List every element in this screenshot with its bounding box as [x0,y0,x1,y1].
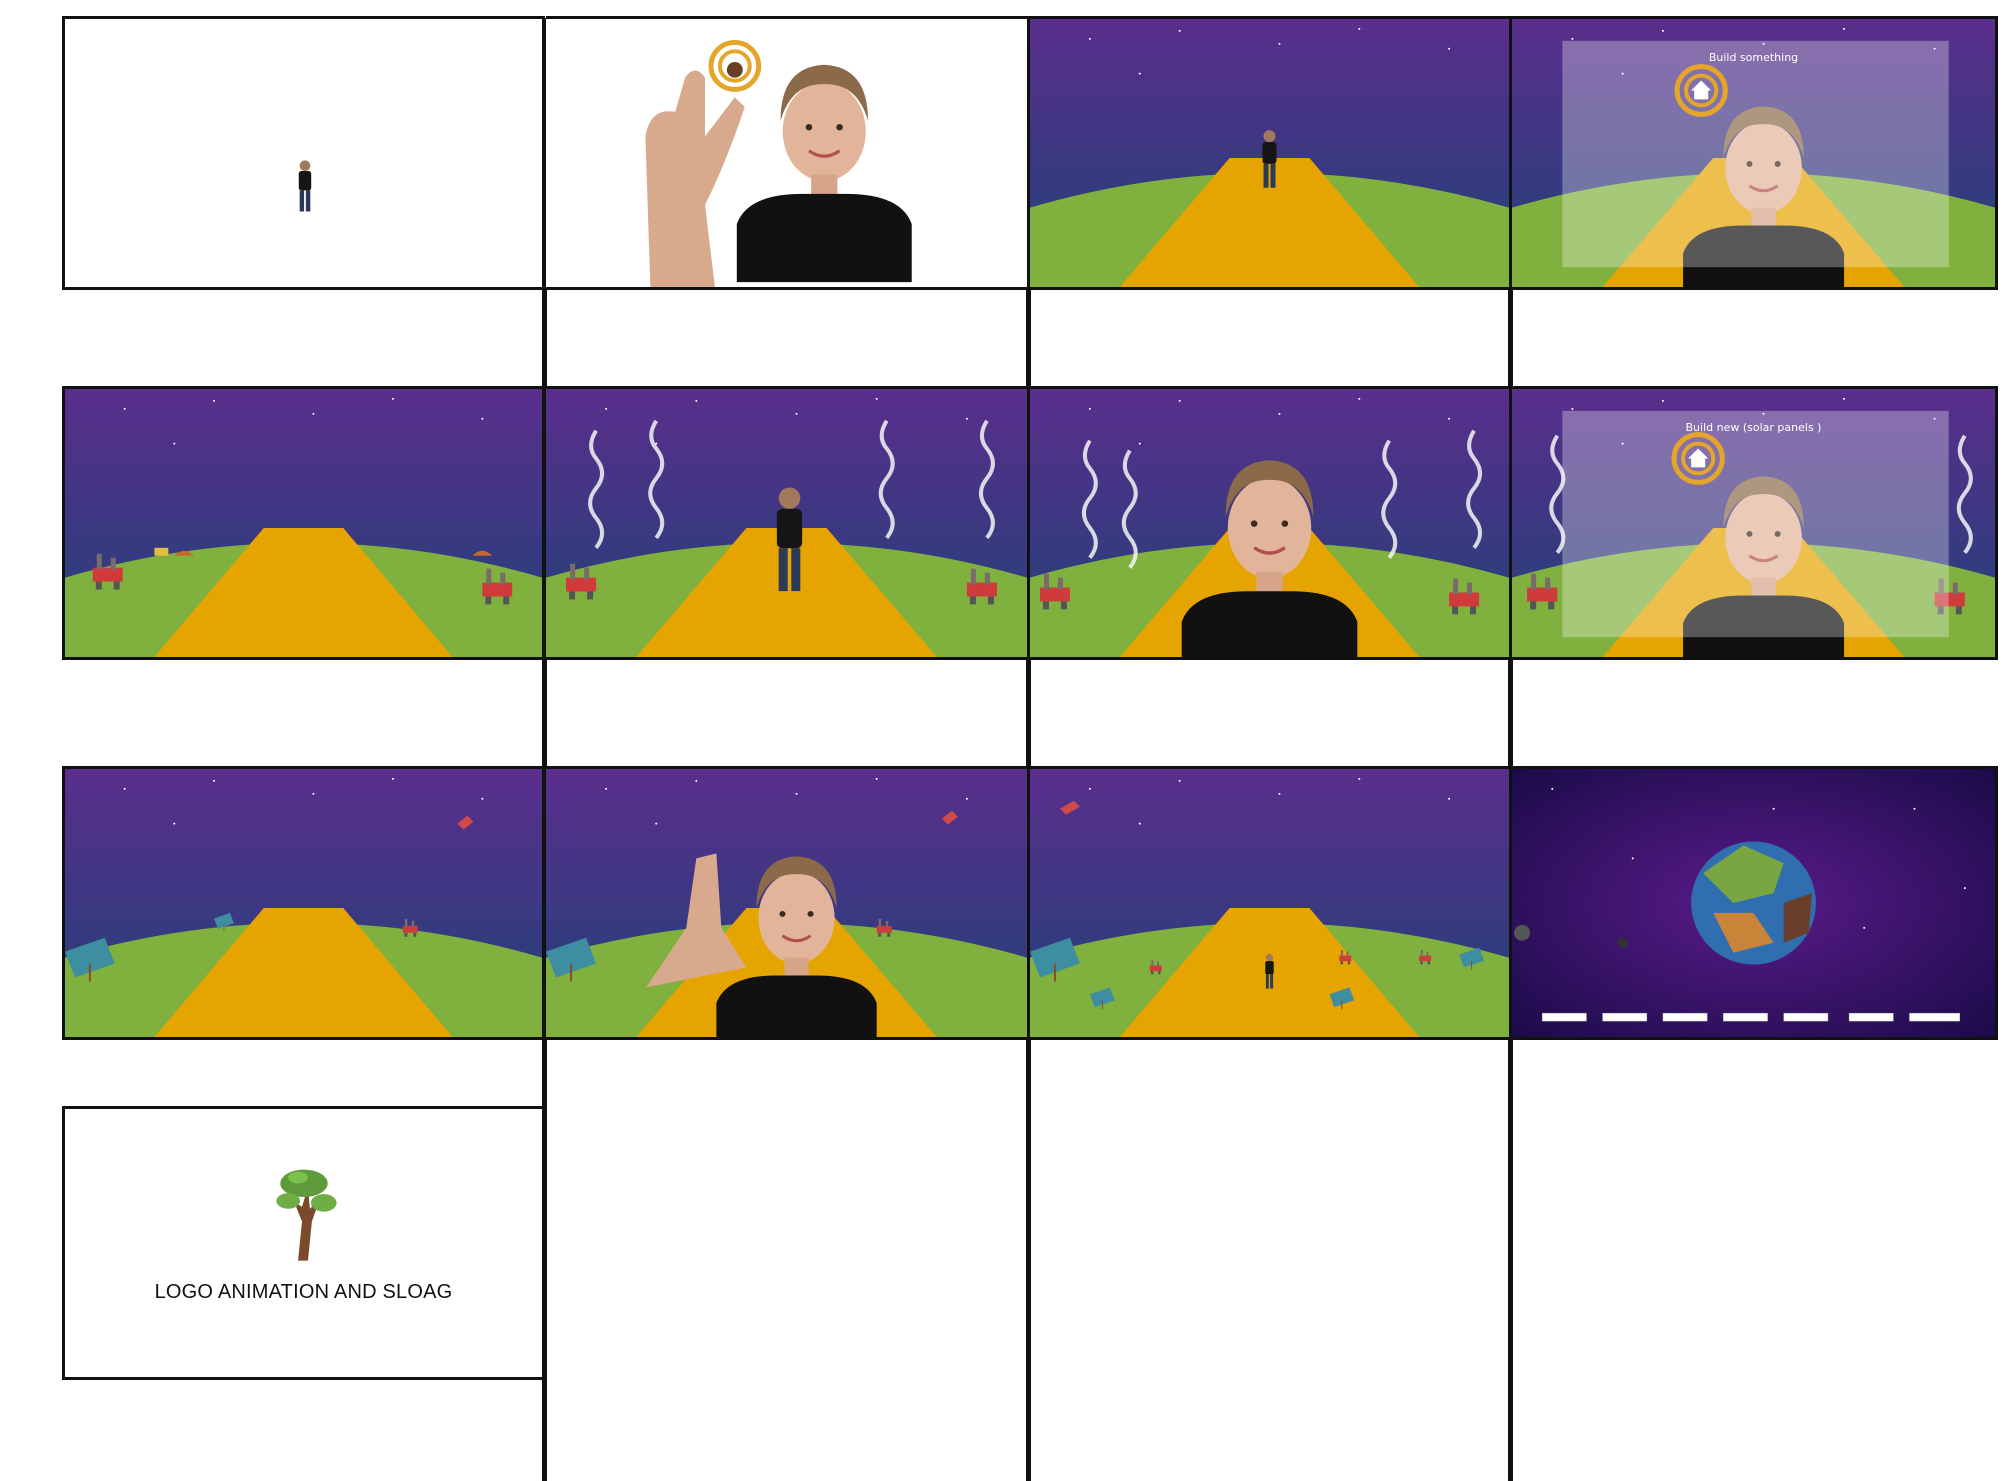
logo-caption: LOGO ANIMATION AND SLOAG [154,1281,453,1303]
panel-7 [1030,386,1512,660]
planet [1691,841,1816,965]
column-divider-2 [1026,18,1031,1481]
panel-9 [62,766,545,1040]
panel-10 [546,766,1030,1040]
build-caption: Build something [1708,51,1799,64]
tree-logo-icon [65,1109,542,1377]
panel-11 [1030,766,1512,1040]
panel-13: LOGO ANIMATION AND SLOAG [62,1106,545,1380]
panel-12 [1512,766,1998,1040]
panel-4: Build something [1512,16,1998,290]
panel-8: Build new (solar panels ) [1512,386,1998,660]
panel-5 [62,386,545,660]
column-divider-1 [542,18,547,1481]
panel-1 [62,16,545,290]
column-divider-3 [1508,18,1513,1481]
panel-2 [546,16,1030,290]
build-new-caption: Build new (solar panels ) [1685,421,1822,434]
panel-6 [546,386,1030,660]
panel-3 [1030,16,1512,290]
